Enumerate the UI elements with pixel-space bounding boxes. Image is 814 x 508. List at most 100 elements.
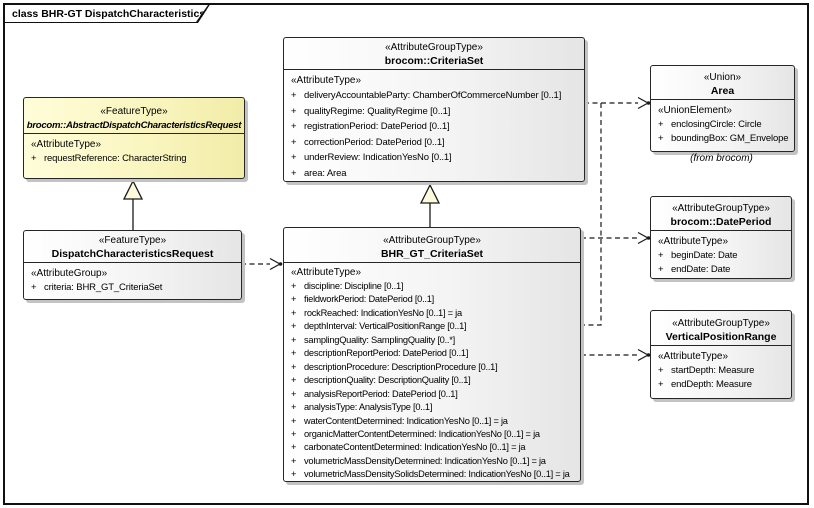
visibility-marker: +	[291, 402, 297, 413]
attribute-row: + underReview: IndicationYesNo [0..1]	[291, 150, 584, 166]
diagram-frame	[3, 3, 809, 505]
class-name: brocom::AbstractDispatchCharacteristicsR…	[26, 120, 242, 131]
attribute-row: + area: Area	[291, 166, 584, 181]
visibility-marker: +	[291, 307, 297, 318]
attribute-row: + rockReached: IndicationYesNo [0..1] = j…	[291, 307, 580, 320]
attribute-row: +deliveryAccountableParty: ChamberOfComm…	[291, 88, 584, 104]
attribute-text: analysisReportPeriod: DatePeriod [0..1]	[304, 388, 458, 399]
visibility-marker: +	[291, 105, 297, 117]
attribute-text: underReview: IndicationYesNo [0..1]	[304, 152, 452, 164]
class-box-brocom-dateperiod: «AttributeGroupType» brocom::DatePeriod …	[650, 196, 792, 279]
attribute-text: carbonateContentDetermined: IndicationYe…	[304, 442, 526, 453]
attribute-text: depthInterval: VerticalPositionRange [0.…	[304, 321, 467, 332]
class-header: «AttributeGroupType» brocom::DatePeriod	[651, 197, 791, 231]
attribute-text: analysisType: AnalysisType [0..1]	[304, 402, 433, 413]
section-label: «AttributeGroup»	[31, 268, 108, 279]
attribute-row: + registrationPeriod: DatePeriod [0..1]	[291, 119, 584, 135]
attribute-text: endDate: Date	[671, 264, 731, 275]
attribute-text: enclosingCircle: Circle	[671, 119, 762, 130]
attribute-row: + volumetricMassDensityDetermined: Indica…	[291, 455, 580, 468]
attribute-text: rockReached: IndicationYesNo [0..1] = ja	[304, 307, 462, 318]
class-box-area: «Union» Area «UnionElement» + enclosingCi…	[650, 65, 795, 152]
attribute-row: +discipline: Discipline [0..1]	[291, 280, 580, 293]
visibility-marker: +	[658, 133, 664, 144]
class-name: DispatchCharacteristicsRequest	[51, 248, 214, 260]
attribute-text: requestReference: CharacterString	[44, 153, 187, 164]
visibility-marker: +	[291, 415, 297, 426]
class-header: «AttributeGroupType» brocom::CriteriaSet	[284, 38, 584, 70]
section-label: «AttributeType»	[291, 75, 362, 86]
attribute-text: criteria: BHR_GT_CriteriaSet	[44, 282, 163, 293]
class-name: Area	[710, 85, 735, 97]
class-box-brocom-criteriaset: «AttributeGroupType» brocom::CriteriaSet…	[283, 37, 585, 182]
visibility-marker: +	[291, 455, 297, 466]
stereotype-label: «FeatureType»	[98, 235, 167, 246]
attribute-row: +analysisReportPeriod: DatePeriod [0..1]	[291, 388, 580, 401]
stereotype-label: «Union»	[703, 72, 742, 83]
visibility-marker: +	[291, 334, 297, 345]
attribute-row: + fieldworkPeriod: DatePeriod [0..1]	[291, 293, 580, 306]
section-label: «UnionElement»	[658, 105, 732, 116]
visibility-marker: +	[658, 365, 664, 376]
attribute-compartment: «AttributeType» +deliveryAccountablePart…	[284, 70, 584, 181]
visibility-marker: +	[291, 361, 297, 372]
attribute-text: boundingBox: GM_Envelope	[671, 133, 789, 144]
stereotype-label: «AttributeGroupType»	[672, 203, 770, 214]
visibility-marker: +	[291, 442, 297, 453]
stereotype-label: «FeatureType»	[100, 106, 168, 117]
class-header: «FeatureType» brocom::AbstractDispatchCh…	[24, 98, 244, 134]
attribute-text: volumetricMassDensityDetermined: Indicat…	[304, 455, 546, 466]
attribute-text: waterContentDetermined: IndicationYesNo …	[304, 415, 508, 426]
attribute-row: +organicMatterContentDetermined: Indicat…	[291, 428, 580, 441]
class-box-vertical-position-range: «AttributeGroupType» VerticalPositionRan…	[650, 310, 792, 399]
visibility-marker: +	[291, 469, 297, 480]
class-box-bhr-gt-criteriaset: «AttributeGroupType» BHR_GT_CriteriaSet …	[283, 227, 581, 482]
visibility-marker: +	[291, 348, 297, 359]
visibility-marker: +	[658, 250, 664, 261]
attribute-compartment: «AttributeType» +discipline: Discipline …	[284, 263, 580, 481]
attribute-text: area: Area	[304, 167, 347, 179]
visibility-marker: +	[291, 121, 297, 133]
attribute-text: correctionPeriod: DatePeriod [0..1]	[304, 136, 445, 148]
visibility-marker: +	[31, 153, 37, 164]
attribute-text: descriptionQuality: DescriptionQuality […	[304, 375, 471, 386]
attribute-compartment: «AttributeGroup» + criteria: BHR_GT_Crit…	[24, 263, 241, 295]
attribute-text: registrationPeriod: DatePeriod [0..1]	[304, 121, 450, 133]
attribute-row: + endDate: Date	[658, 263, 791, 277]
attribute-row: + correctionPeriod: DatePeriod [0..1]	[291, 135, 584, 151]
visibility-marker: +	[291, 294, 297, 305]
attribute-row: + carbonateContentDetermined: IndicationY…	[291, 441, 580, 454]
visibility-marker: +	[291, 428, 297, 439]
attribute-compartment: «AttributeType» +beginDate: Date +endDat…	[651, 231, 791, 277]
class-header: «FeatureType» DispatchCharacteristicsReq…	[24, 231, 241, 263]
visibility-marker: +	[31, 282, 37, 293]
visibility-marker: +	[658, 264, 664, 275]
diagram-title-tab: class BHR-GT DispatchCharacteristicsRequ…	[3, 3, 211, 23]
attribute-row: +volumetricMassDensitySolidsDetermined: …	[291, 468, 580, 481]
class-box-abstract-dispatch-characteristics-request: «FeatureType» brocom::AbstractDispatchCh…	[23, 97, 245, 179]
attribute-text: fieldworkPeriod: DatePeriod [0..1]	[304, 294, 434, 305]
visibility-marker: +	[291, 167, 297, 179]
section-label: «AttributeType»	[658, 351, 729, 362]
class-name: brocom::DatePeriod	[670, 216, 772, 228]
attribute-row: + boundingBox: GM_Envelope	[658, 132, 794, 146]
attribute-text: endDepth: Measure	[671, 379, 752, 390]
section-label: «AttributeType»	[31, 139, 102, 150]
visibility-marker: +	[291, 152, 297, 164]
class-box-dispatch-characteristics-request: «FeatureType» DispatchCharacteristicsReq…	[23, 230, 242, 300]
attribute-text: descriptionReportPeriod: DatePeriod [0..…	[304, 348, 469, 359]
attribute-text: discipline: Discipline [0..1]	[304, 281, 404, 291]
attribute-row: + descriptionReportPeriod: DatePeriod [0.…	[291, 347, 580, 360]
visibility-marker: +	[291, 321, 297, 332]
attribute-row: +samplingQuality: SamplingQuality [0..*]	[291, 334, 580, 347]
attribute-row: +startDepth: Measure	[658, 364, 791, 378]
attribute-text: beginDate: Date	[671, 250, 738, 261]
visibility-marker: +	[658, 379, 664, 390]
visibility-marker: +	[658, 119, 664, 130]
attribute-row: + endDepth: Measure	[658, 378, 791, 392]
attribute-compartment: «UnionElement» +enclosingCircle: Circle …	[651, 100, 794, 146]
visibility-marker: +	[291, 136, 297, 148]
attribute-row: + waterContentDetermined: IndicationYesNo…	[291, 415, 580, 428]
attribute-row: +descriptionProcedure: DescriptionProced…	[291, 361, 580, 374]
